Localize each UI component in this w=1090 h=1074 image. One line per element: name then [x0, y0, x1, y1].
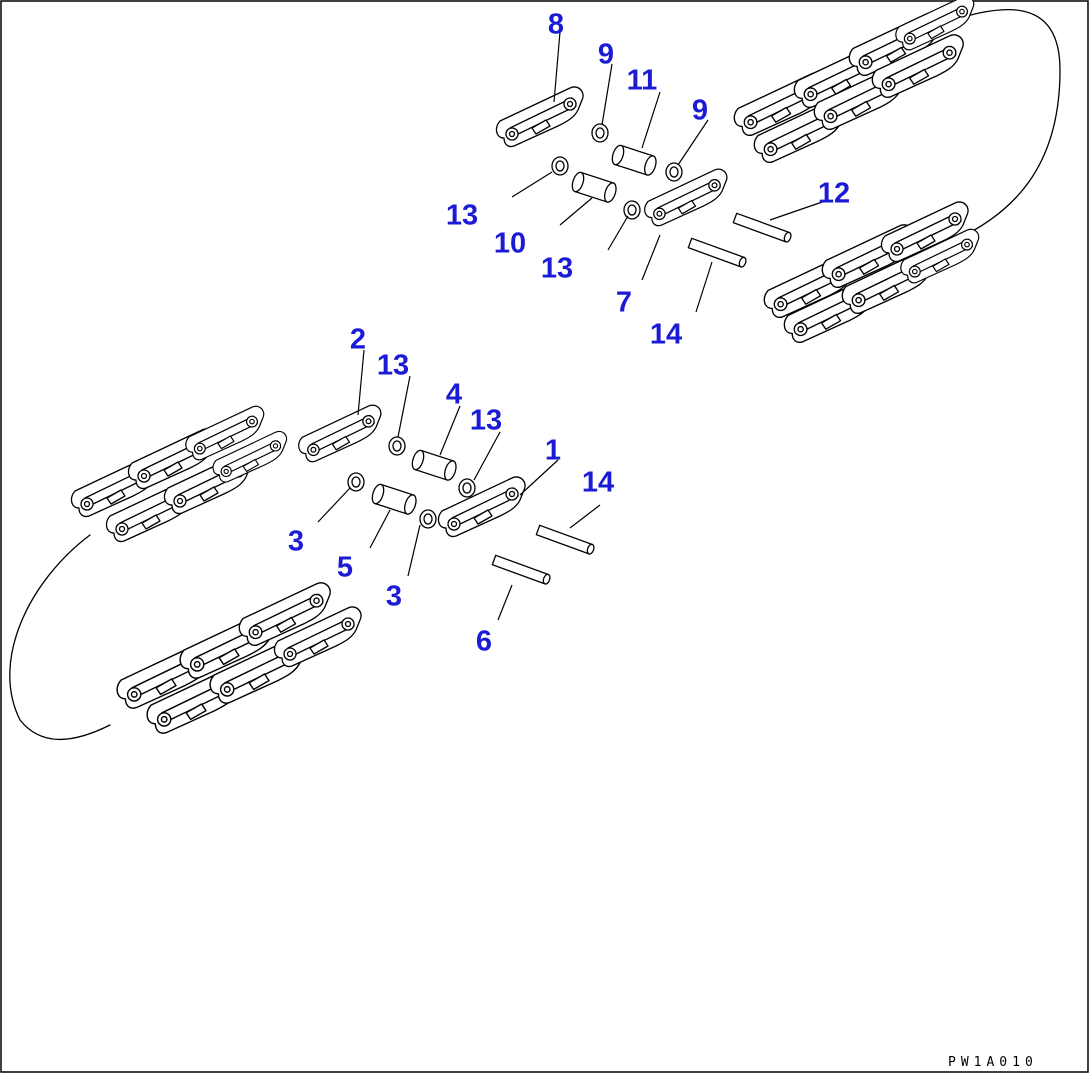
callout-c14a: 14	[650, 319, 682, 351]
part-6-pin	[491, 554, 552, 586]
part-14-pin-lower	[535, 524, 596, 556]
part-13-seal-b	[623, 200, 641, 220]
part-14-pin-upper	[687, 237, 748, 269]
callout-c2: 2	[350, 324, 366, 356]
callout-c9a: 9	[598, 39, 614, 71]
callout-c13b: 13	[541, 253, 573, 285]
part-4-bushing	[409, 448, 459, 483]
callout-c6: 6	[476, 626, 492, 658]
part-13-seal-d	[458, 478, 476, 498]
callout-c1: 1	[545, 435, 561, 467]
track-chain-section-upper-left	[70, 405, 288, 543]
part-3-seal-b	[419, 509, 437, 529]
track-chain-section-upper-right-top	[733, 0, 975, 164]
callout-c3b: 3	[386, 581, 402, 613]
callout-c12: 12	[818, 178, 850, 210]
part-13-seal-c	[388, 436, 406, 456]
callout-c10: 10	[494, 228, 526, 260]
callout-c5: 5	[337, 552, 353, 584]
callout-c13c: 13	[377, 350, 409, 382]
track-chain-section-upper-right-bottom	[763, 201, 980, 344]
callout-c8: 8	[548, 9, 564, 41]
callout-leader-lines	[317, 31, 829, 621]
callout-c9b: 9	[692, 95, 708, 127]
part-9-seal-b	[665, 162, 683, 182]
part-10-bushing	[569, 170, 619, 205]
callout-c3a: 3	[288, 526, 304, 558]
callout-c4: 4	[446, 379, 462, 411]
track-chain-section-lower-left	[116, 582, 362, 734]
part-2-link	[298, 404, 382, 463]
callout-c13a: 13	[446, 200, 478, 232]
callout-c7: 7	[616, 287, 632, 319]
part-7-link	[644, 168, 728, 227]
part-12-pin	[732, 212, 793, 244]
part-1-link	[437, 476, 526, 538]
part-8-link	[495, 86, 584, 148]
callout-c14b: 14	[582, 467, 614, 499]
callout-c11: 11	[627, 65, 658, 97]
part-11-bushing	[609, 143, 659, 178]
part-3-seal-a	[347, 472, 365, 492]
drawing-code: PW1A010	[948, 1055, 1038, 1070]
part-9-seal-a	[591, 123, 609, 143]
callout-c13d: 13	[470, 405, 502, 437]
chain-continuation-lines	[9, 9, 1061, 741]
part-5-bushing	[369, 482, 419, 517]
part-13-seal-a	[551, 156, 569, 176]
